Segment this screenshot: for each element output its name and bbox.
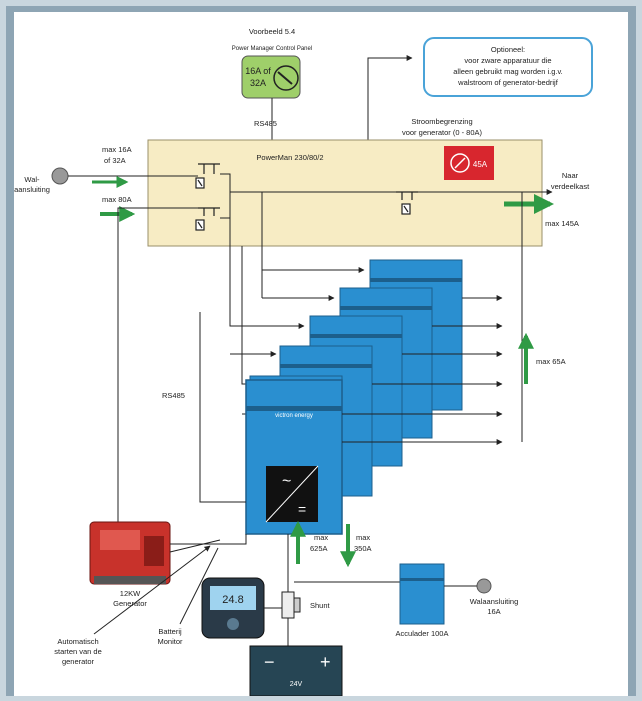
- current-limit-label-2: voor generator (0 - 80A): [402, 128, 483, 137]
- control-panel-rating-2: 32A: [250, 78, 266, 88]
- current-limit-value: 45A: [473, 160, 488, 169]
- shore-label-1: Wal-: [24, 175, 40, 184]
- shore-label-2: aansluiting: [14, 185, 50, 194]
- optional-note-line-2: voor zware apparatuur die: [464, 56, 551, 65]
- autostart-label-2: starten van de: [54, 647, 102, 656]
- discharge-label-2: 350A: [354, 544, 372, 553]
- shore-plug-icon: [51, 167, 69, 185]
- control-panel: 16A of 32A: [241, 55, 301, 99]
- output-label-1: Naar: [562, 171, 579, 180]
- max-80a-label: max 80A: [102, 195, 132, 204]
- shore-relay: [195, 163, 220, 189]
- gauge-icon: [450, 153, 470, 173]
- shunt-icon: [281, 591, 301, 619]
- battery-monitor-label-2: Monitor: [157, 637, 183, 646]
- optional-note-line-3: alleen gebruikt mag worden i.g.v.: [453, 67, 563, 76]
- discharge-label-1: max: [356, 533, 370, 542]
- ac-symbol-icon: ~: [282, 473, 291, 490]
- inverter-brand: victron energy: [275, 413, 313, 419]
- control-panel-caption: Power Manager Control Panel: [232, 46, 312, 52]
- battery-icon: − + 24V: [249, 645, 343, 697]
- optional-note: Optioneel: voor zware apparatuur die all…: [423, 37, 593, 97]
- shore-max-1: max 16A: [102, 145, 132, 154]
- diagram-canvas: Voorbeeld 5.4 Power Manager Control Pane…: [14, 12, 628, 697]
- max-65a-label: max 65A: [536, 357, 566, 366]
- output-relay: [396, 191, 418, 215]
- battery-voltage: 24V: [290, 681, 303, 688]
- shore-max-2: of 32A: [104, 156, 126, 165]
- optional-note-line-1: Optioneel:: [491, 45, 525, 54]
- autostart-label-3: generator: [62, 657, 95, 666]
- charger-label: Acculader 100A: [396, 629, 449, 638]
- generator-label-2: Generator: [113, 599, 147, 608]
- diagram-title: Voorbeeld 5.4: [249, 27, 295, 36]
- rs485-top-label: RS485: [254, 119, 277, 128]
- battery-minus: −: [264, 652, 275, 672]
- output-label-2: verdeelkast: [551, 182, 590, 191]
- charger-shore-label-1: Walaansluiting: [470, 597, 519, 606]
- inverter-front: victron energy ~ =: [245, 379, 343, 535]
- generator-relay: [195, 207, 220, 231]
- charge-label-1: max: [314, 533, 328, 542]
- output-max: max 145A: [545, 219, 579, 228]
- control-panel-rating-1: 16A of: [245, 66, 271, 76]
- powerman-label: PowerMan 230/80/2: [256, 153, 323, 162]
- shunt-label: Shunt: [310, 601, 331, 610]
- charger-shore-label-2: 16A: [487, 607, 500, 616]
- generator-label-1: 12KW: [120, 589, 141, 598]
- charger-shore-plug-icon: [476, 578, 492, 594]
- charger-icon: [399, 563, 445, 625]
- rs485-left-label: RS485: [162, 391, 185, 400]
- generator-icon: [89, 521, 171, 585]
- current-limit-badge: 45A: [444, 146, 494, 180]
- battery-monitor-label-1: Batterij: [158, 627, 182, 636]
- inverter-stack: victron energy ~ =: [245, 259, 463, 535]
- current-limit-label-1: Stroombegrenzing: [411, 117, 472, 126]
- battery-plus: +: [320, 652, 331, 672]
- charge-label-2: 625A: [310, 544, 328, 553]
- battery-monitor-icon: 24.8: [201, 577, 265, 639]
- dc-symbol-icon: =: [298, 501, 306, 517]
- battery-monitor-display: 24.8: [222, 594, 243, 606]
- optional-note-line-4: walstroom of generator-bedrijf: [457, 78, 559, 87]
- autostart-label-1: Automatisch: [57, 637, 98, 646]
